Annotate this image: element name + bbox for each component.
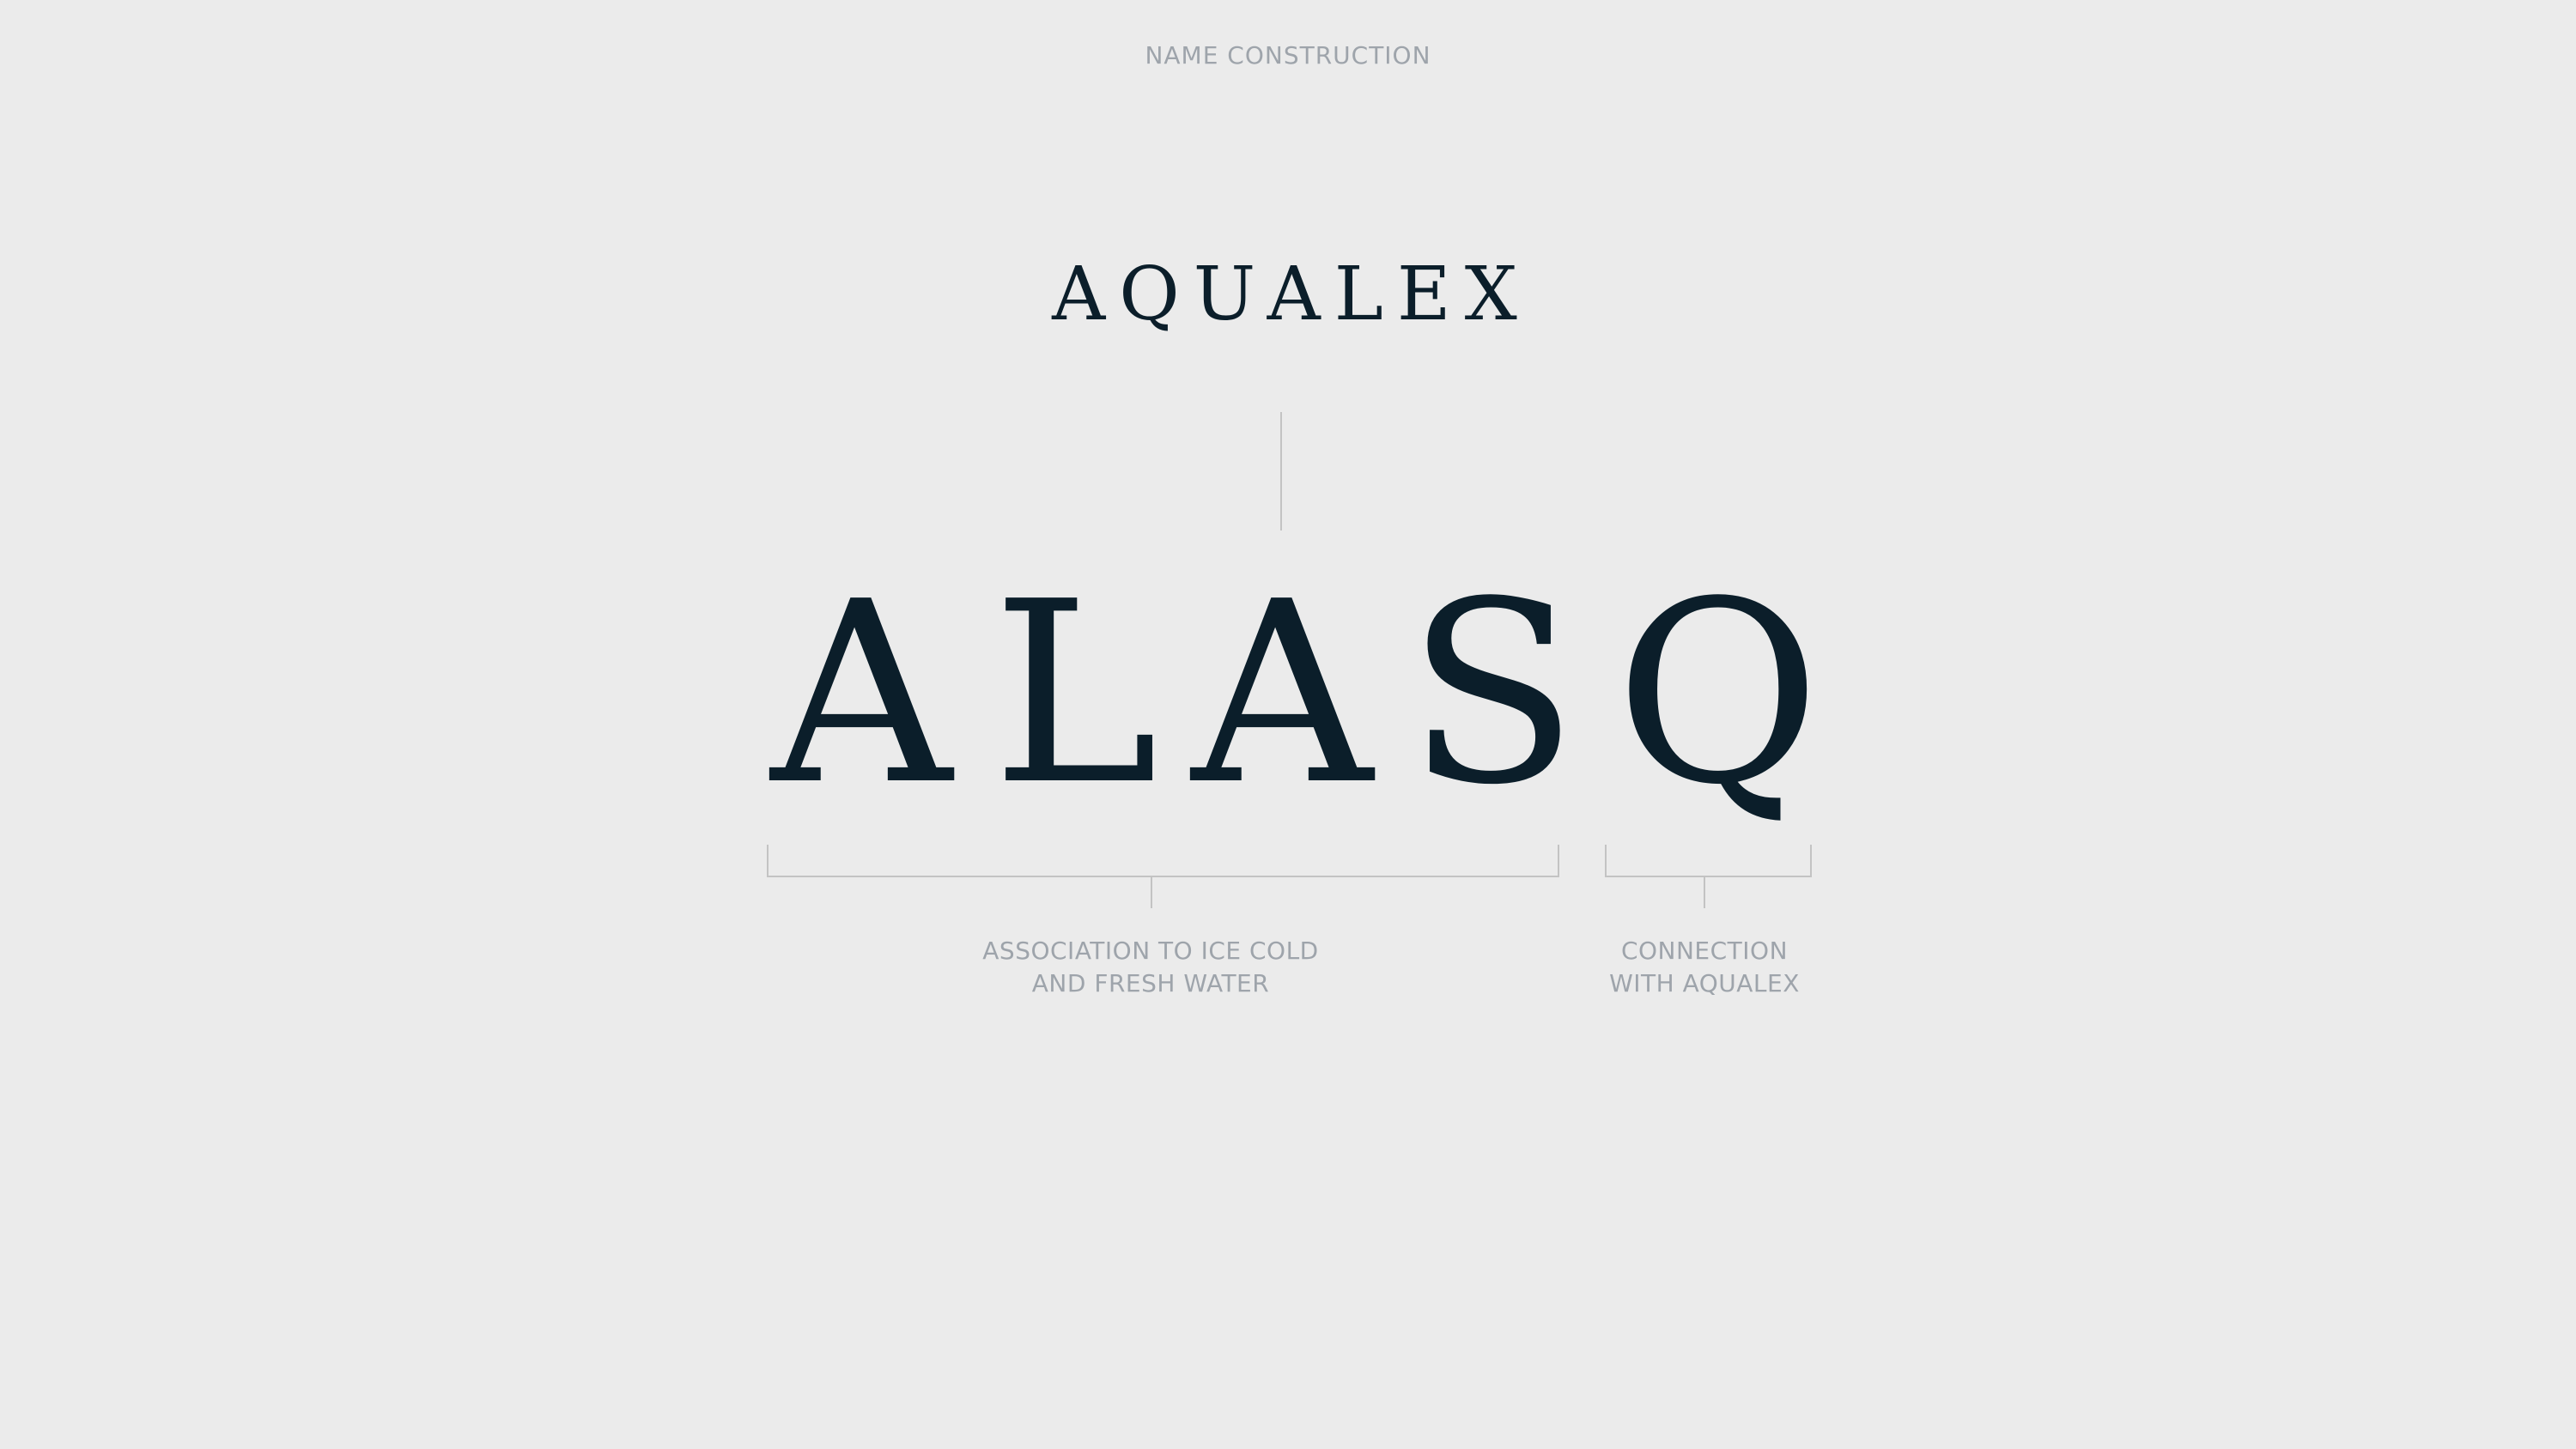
bracket-tick-group-2 bbox=[1704, 877, 1705, 908]
caption-group-1: ASSOCIATION TO ICE COLD AND FRESH WATER bbox=[936, 935, 1365, 1000]
caption-group-1-line-2: AND FRESH WATER bbox=[1031, 969, 1270, 997]
caption-group-2: CONNECTION WITH AQUALEX bbox=[1550, 935, 1859, 1000]
construction-letter-2: L bbox=[992, 548, 1158, 840]
construction-letter-1: A bbox=[770, 548, 952, 840]
brand-wordmark: AQUALEX bbox=[1052, 252, 1531, 337]
construction-letter-5: Q bbox=[1615, 548, 1821, 840]
caption-group-2-line-2: WITH AQUALEX bbox=[1609, 969, 1800, 997]
caption-group-2-line-1: CONNECTION bbox=[1620, 937, 1789, 965]
bracket-tick-group-1 bbox=[1151, 877, 1152, 908]
connector-line bbox=[1280, 412, 1282, 530]
construction-letter-4: S bbox=[1406, 548, 1579, 840]
caption-group-1-line-1: ASSOCIATION TO ICE COLD bbox=[982, 937, 1319, 965]
bracket-group-1 bbox=[767, 845, 1559, 877]
bracket-group-2 bbox=[1605, 845, 1812, 877]
construction-letter-3: A bbox=[1191, 548, 1373, 840]
section-label: NAME CONSTRUCTION bbox=[1145, 41, 1431, 70]
